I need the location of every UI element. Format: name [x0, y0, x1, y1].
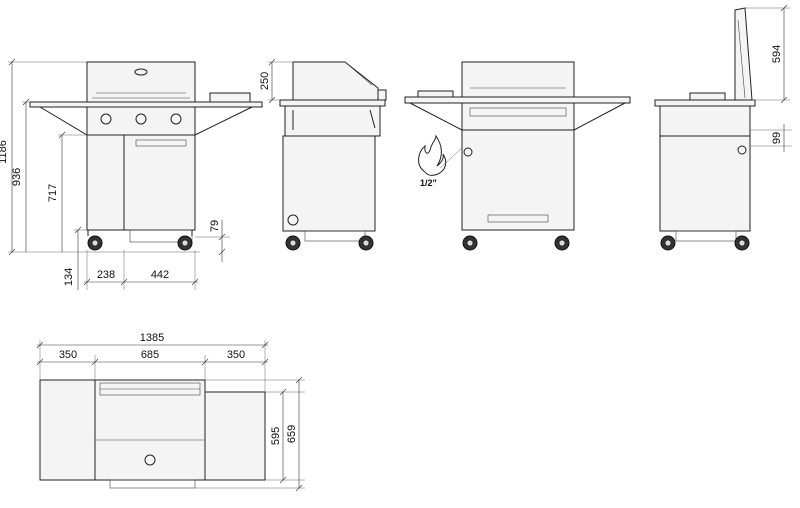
dim-open-lid-height: 594 [771, 45, 783, 63]
dim-left-offset: 238 [97, 269, 115, 281]
dim-clearance: 79 [209, 220, 221, 232]
dim-right-shelf: 350 [227, 349, 245, 361]
flame-icon [418, 134, 447, 176]
dim-depth-inner: 595 [270, 427, 282, 445]
dim-hood-height: 936 [11, 168, 23, 186]
rear-view: 1/2" [404, 61, 631, 251]
dim-total-width: 1385 [140, 332, 164, 344]
open-lid-side-view: 594 99 [654, 4, 792, 251]
knob-icon [100, 113, 112, 125]
knob-icon [170, 113, 182, 125]
rear-shelves [404, 96, 631, 104]
dim-lid-height: 250 [259, 72, 271, 90]
dim-base-height: 134 [63, 268, 75, 286]
front-control-panel [86, 106, 196, 136]
dim-shelf-offset: 99 [771, 132, 783, 144]
side-control-box [284, 105, 381, 137]
front-lid-handle [134, 68, 148, 76]
top-grill-body [94, 379, 206, 481]
front-cabinet [86, 134, 196, 231]
top-view: 1385 350 685 350 595 659 [36, 332, 305, 492]
front-hood [86, 61, 196, 103]
rear-cabinet [461, 129, 575, 231]
top-left-shelf [39, 379, 96, 481]
side-hood [292, 61, 379, 101]
dim-center-width: 685 [141, 349, 159, 361]
side-shelf [279, 99, 386, 107]
dim-left-shelf: 350 [59, 349, 77, 361]
front-side-shelves [29, 101, 263, 108]
dim-cabinet-height: 717 [47, 184, 59, 202]
front-view: 1186 936 717 134 238 442 79 [0, 58, 263, 290]
rear-hood [461, 61, 575, 98]
dim-depth-outer: 659 [286, 425, 298, 443]
side-view: 250 [259, 58, 387, 251]
side-cabinet [282, 135, 376, 232]
dim-cabinet-width: 442 [151, 269, 169, 281]
top-right-shelf [204, 391, 266, 481]
open-cabinet [659, 135, 751, 232]
knob-icon [135, 113, 147, 125]
dim-overall-height: 1186 [0, 140, 9, 164]
open-shelf [654, 99, 756, 107]
gas-connection-label: 1/2" [420, 178, 437, 188]
open-lid [734, 7, 753, 101]
